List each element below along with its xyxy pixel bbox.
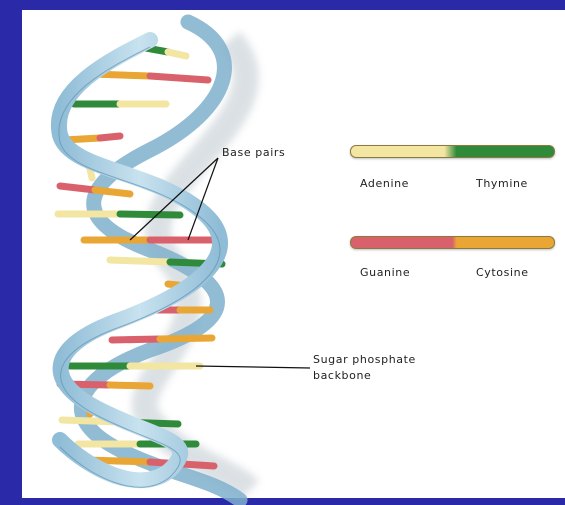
legend-label-adenine: Adenine (360, 177, 409, 190)
backbone-label-line2: backbone (313, 369, 371, 382)
base-pair (58, 214, 180, 215)
legend-label-cytosine: Cytosine (476, 266, 529, 279)
legend-label-thymine: Thymine (476, 177, 528, 190)
base-pair (64, 136, 120, 140)
base-pair (92, 74, 208, 80)
legend-bar-guanine-cytosine (350, 236, 555, 249)
backbone-label-line1: Sugar phosphate (313, 353, 416, 366)
backbone-pointer (196, 366, 310, 368)
legend-bar-adenine-thymine (350, 145, 555, 158)
legend-label-guanine: Guanine (360, 266, 410, 279)
base-pair (112, 338, 212, 340)
base-pairs-label: Base pairs (222, 146, 285, 159)
base-pair (146, 48, 186, 56)
base-pair (60, 186, 130, 194)
